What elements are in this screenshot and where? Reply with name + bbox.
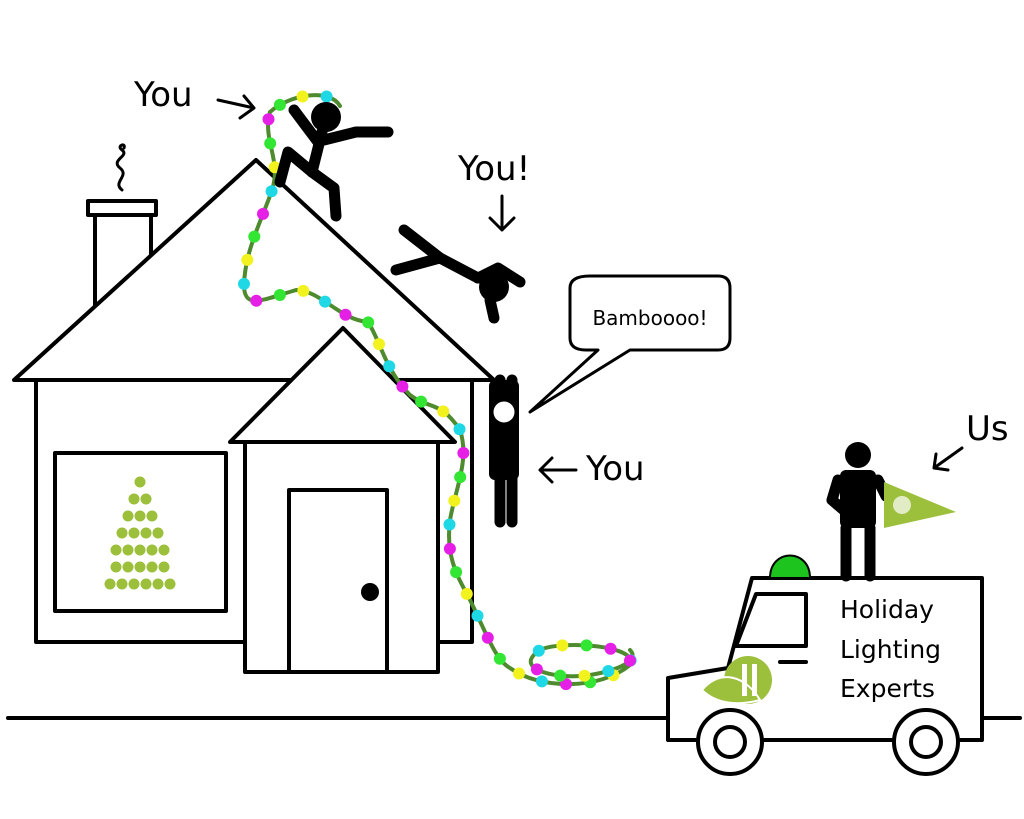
light-bulb <box>264 137 277 150</box>
light-bulb <box>530 663 543 676</box>
tree-ornament <box>134 510 146 522</box>
chimney-smoke-icon <box>115 143 126 192</box>
light-bulb <box>241 253 254 266</box>
light-bulb <box>296 90 309 103</box>
speech-bubble <box>528 274 732 414</box>
person-top-climbing <box>274 102 394 222</box>
light-bulb <box>362 316 375 329</box>
pennant-flag-icon <box>884 482 956 528</box>
light-bulb <box>273 98 286 111</box>
person-falling <box>390 224 526 324</box>
tree-ornament <box>134 561 146 573</box>
tree-ornament <box>134 476 146 488</box>
tree-ornament <box>140 578 152 590</box>
light-bulb <box>257 207 269 220</box>
company-logo-icon <box>700 656 772 705</box>
light-bulb <box>273 289 286 301</box>
light-bulb <box>339 308 352 321</box>
light-bulb <box>250 294 263 307</box>
light-bulb <box>443 542 456 555</box>
tree-ornament <box>158 544 170 556</box>
light-bulb <box>265 185 278 198</box>
light-bulb <box>262 113 275 126</box>
person-hanging <box>489 374 519 528</box>
light-bulb <box>556 639 569 652</box>
truck-text-line1: Holiday <box>840 595 934 624</box>
arrow-down-left-icon <box>932 446 964 472</box>
light-bulb <box>602 665 615 677</box>
tree-ornament <box>110 561 122 573</box>
tree-ornament <box>152 578 164 590</box>
tree-ornament <box>140 527 152 539</box>
light-bulb <box>396 380 409 393</box>
arrow-right-icon <box>216 94 256 120</box>
light-bulb <box>554 669 567 682</box>
tree-ornament <box>116 527 128 539</box>
light-bulb <box>297 284 310 297</box>
arrow-left-icon <box>538 456 578 484</box>
tree-ornament <box>104 578 116 590</box>
light-bulb <box>450 566 463 579</box>
light-bulb <box>383 360 396 373</box>
label-you-falling: You! <box>457 149 530 189</box>
front-door <box>287 488 389 674</box>
light-bulb <box>624 654 636 667</box>
light-bulb <box>532 644 545 657</box>
house-roof <box>12 158 496 382</box>
pennant-logo <box>893 496 911 514</box>
tree-ornament <box>152 527 164 539</box>
tree-ornament <box>122 510 134 522</box>
light-bulb <box>580 639 593 652</box>
truck-text-line3: Experts <box>840 674 935 703</box>
label-you-hanging: You <box>585 449 645 489</box>
light-bulb <box>560 678 572 691</box>
light-bulb <box>319 295 331 308</box>
light-bulb <box>481 631 494 644</box>
light-bulb <box>443 518 456 531</box>
light-bulb <box>513 667 525 680</box>
tree-ornament <box>128 493 140 505</box>
light-bulb <box>578 669 591 682</box>
tree-ornament <box>140 493 152 505</box>
light-bulb <box>453 423 466 436</box>
light-bulb <box>535 675 548 688</box>
tree-ornament <box>146 510 158 522</box>
tree-ornament <box>122 561 134 573</box>
tree-ornament <box>158 561 170 573</box>
light-bulbs <box>238 90 637 691</box>
tree-ornament <box>116 578 128 590</box>
light-bulb <box>604 642 617 655</box>
tree-ornament <box>146 561 158 573</box>
door-knob <box>361 583 379 601</box>
light-bulb <box>415 395 428 408</box>
light-bulb <box>437 405 450 418</box>
tree-ornament <box>134 544 146 556</box>
tree-ornament <box>128 578 140 590</box>
light-bulb <box>248 230 261 243</box>
tree-ornament <box>110 544 122 556</box>
truck-text-line2: Lighting <box>840 635 941 664</box>
light-bulb <box>493 652 506 665</box>
siren-light-icon <box>768 554 812 579</box>
person-on-truck <box>826 442 892 582</box>
light-bulb <box>320 90 333 103</box>
light-bulb <box>454 471 467 484</box>
light-bulb <box>448 494 461 507</box>
label-you-top: You <box>133 75 193 115</box>
light-bulb <box>373 338 385 351</box>
tree-ornament <box>122 544 134 556</box>
light-bulb <box>460 587 473 600</box>
light-bulb <box>471 609 484 622</box>
tree-ornament <box>164 578 176 590</box>
tree-ornament <box>128 527 140 539</box>
light-bulb <box>238 277 250 290</box>
arrow-down-icon <box>488 194 516 232</box>
tree-ornament <box>146 544 158 556</box>
speech-text: Bamboooo! <box>592 306 707 330</box>
label-us: Us <box>966 409 1009 449</box>
christmas-tree-icon <box>104 476 176 590</box>
light-bulb <box>457 447 470 459</box>
